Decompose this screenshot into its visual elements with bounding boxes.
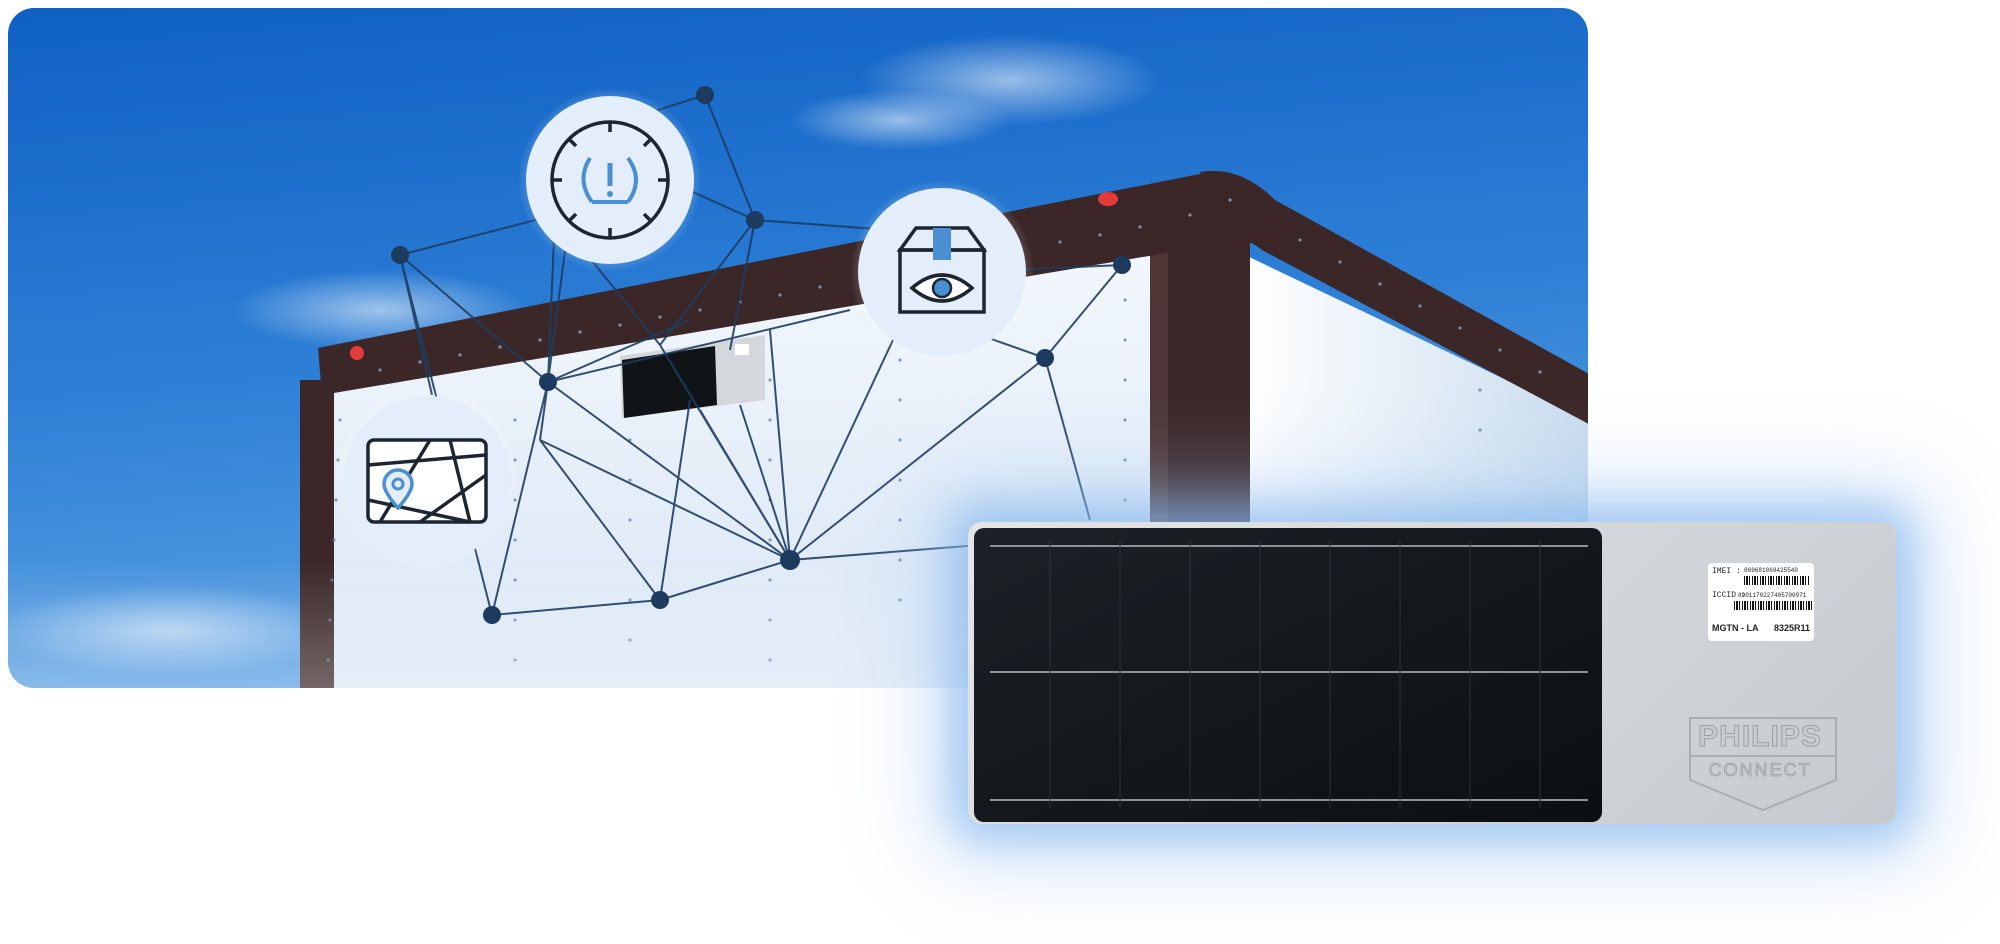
network-node: [1113, 256, 1131, 274]
device-id-label: IMEI : 869681069425540 ICCID : 890117022…: [1708, 563, 1814, 641]
tire-pressure-warning-icon: [518, 88, 702, 272]
iccid-barcode: [1734, 601, 1812, 610]
network-node: [651, 591, 669, 609]
brand-line1: PHILIPS: [1698, 720, 1822, 754]
imei-value: 869681069425540: [1744, 567, 1799, 574]
network-node: [746, 211, 764, 229]
network-node: [780, 550, 800, 570]
marker-light: [1098, 192, 1118, 206]
marker-light: [350, 346, 364, 360]
iccid-value: 8901170227405700971: [1738, 592, 1807, 599]
network-lines: [399, 94, 1123, 616]
serial-code: 8325R11: [1774, 623, 1811, 633]
solar-panel: [974, 528, 1602, 822]
model-code: MGTN - LA: [1712, 623, 1759, 633]
network-node: [391, 246, 409, 264]
brand-wordmark: PHILIPS CONNECT: [1685, 712, 1835, 812]
network-node: [539, 373, 557, 391]
network-node: [1036, 349, 1054, 367]
network-node: [483, 606, 501, 624]
iccid-key: ICCID :: [1712, 591, 1746, 600]
network-node: [696, 86, 714, 104]
imei-key: IMEI :: [1712, 567, 1741, 576]
cargo-box-eye-icon: [850, 180, 1034, 364]
network-nodes: [391, 86, 1131, 624]
brand-logo: [1689, 717, 1837, 812]
brand-line2: CONNECT: [1708, 760, 1812, 781]
imei-barcode: [1744, 576, 1810, 585]
map-pin-icon: [335, 388, 519, 572]
